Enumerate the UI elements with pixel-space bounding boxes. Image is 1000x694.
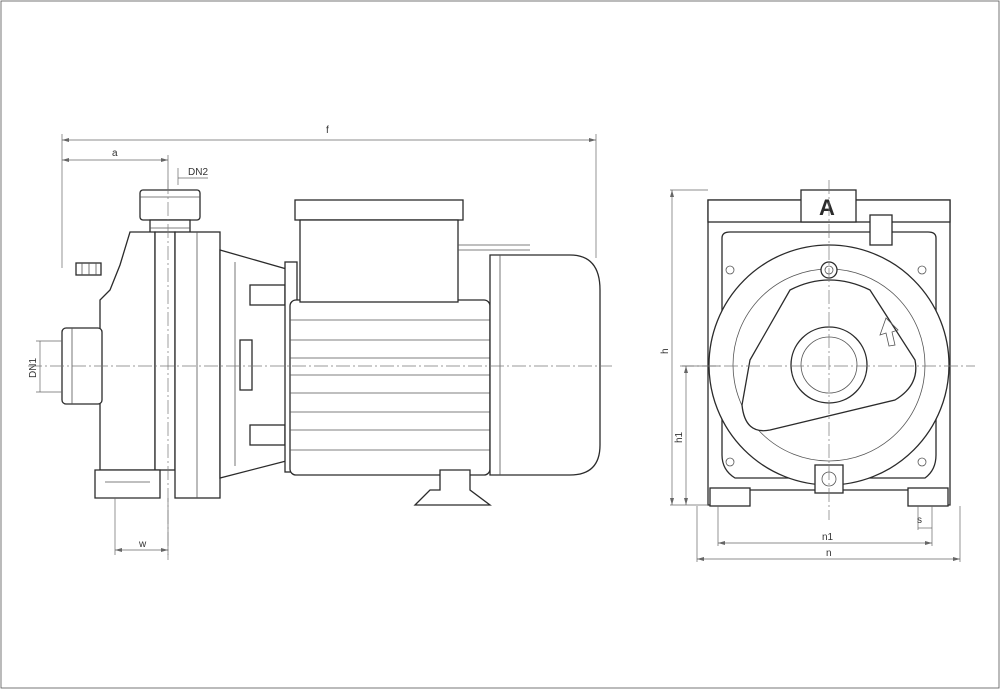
dim-label-n1: n1 [822, 532, 834, 543]
pump-casing [61, 231, 221, 499]
dim-label-n: n [826, 548, 832, 559]
dim-label-f: f [326, 125, 329, 136]
dimension-w: w [114, 498, 169, 555]
brand-logo-plate [800, 189, 857, 223]
dim-label-h: h [660, 348, 671, 354]
terminal-box-lid [294, 199, 464, 221]
brand-logo-letter: A [819, 195, 835, 220]
dim-label-w: w [138, 539, 147, 550]
dimension-f: f [61, 125, 597, 268]
dim-label-s: s [917, 515, 922, 526]
pump-side-view: f a DN2 [28, 125, 612, 560]
rotation-arrow-icon [879, 317, 899, 347]
dim-label-a: a [112, 148, 118, 159]
dimension-n: n [696, 506, 961, 562]
terminal-box [299, 219, 459, 303]
pump-front-view: A h h1 s [660, 180, 975, 562]
motor-bracket [219, 249, 291, 479]
dimension-dn2: DN2 [177, 167, 208, 185]
motor-body [284, 199, 601, 506]
dimension-h: h [660, 189, 708, 506]
dim-label-h1: h1 [674, 431, 685, 443]
dimension-s: s [917, 506, 933, 530]
air-valve [75, 262, 102, 276]
fan-cover [489, 254, 601, 476]
motor-foot [413, 469, 492, 506]
dimension-dn1: DN1 [28, 340, 62, 393]
dimension-n1: n1 [717, 506, 933, 546]
dimension-h1: h1 [674, 365, 720, 505]
dim-label-dn1: DN1 [28, 358, 39, 378]
dim-label-dn2: DN2 [188, 167, 208, 178]
